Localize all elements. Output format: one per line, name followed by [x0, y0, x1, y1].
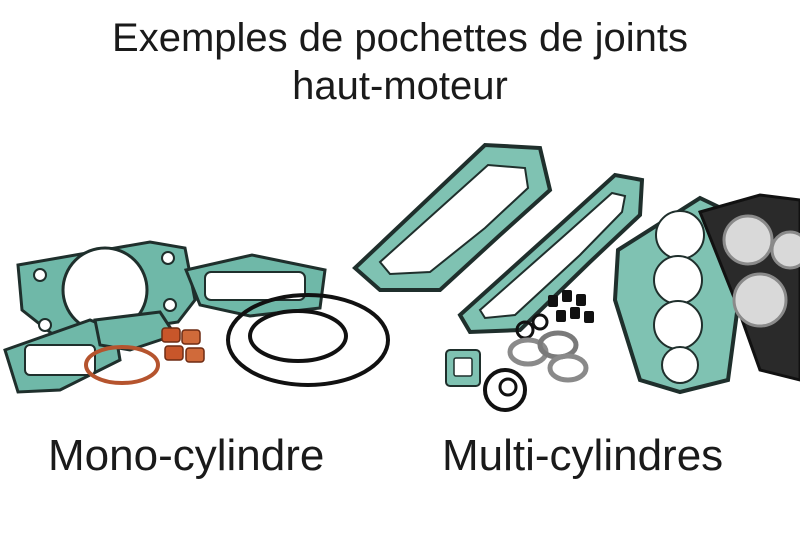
valve-stem-seal-6 — [584, 311, 594, 323]
mono-oring-large — [226, 293, 390, 387]
title-line-1: Exemples de pochettes de joints — [112, 16, 688, 60]
valve-stem-seal-5 — [570, 307, 580, 319]
mono-copper-washer-3 — [164, 345, 184, 361]
mono-base-bolt-hole-2 — [161, 251, 175, 265]
multi-cam-cover-gasket-left-inner — [378, 163, 530, 276]
multi-head-bore-3 — [770, 230, 800, 270]
mono-base-bolt-hole-1 — [33, 268, 47, 282]
multi-base-bore-3 — [653, 300, 703, 350]
mono-copper-washer-1 — [161, 327, 181, 343]
caption-mono-cylinder: Mono-cylindre — [48, 431, 325, 480]
multi-base-bore-2 — [653, 255, 703, 305]
mono-mid-gasket — [93, 310, 178, 352]
mono-copper-ring — [84, 345, 160, 385]
mono-copper-washer-2 — [181, 329, 201, 345]
multi-small-green-gasket-window — [453, 357, 473, 377]
multi-steel-ring-3 — [547, 353, 589, 383]
multi-base-bore-4 — [661, 346, 699, 384]
multi-oring-bottom-inner — [498, 377, 518, 397]
multi-head-bore-1 — [722, 214, 774, 266]
multi-cam-cover-gasket-right-inner — [478, 191, 627, 320]
page-title: Exemples de pochettes de joints haut-mot… — [0, 14, 800, 110]
valve-stem-seal-1 — [548, 295, 558, 307]
multi-small-oring-2 — [531, 313, 549, 331]
multi-head-bore-2 — [732, 272, 788, 328]
title-line-2: haut-moteur — [292, 64, 508, 108]
multi-base-bore-1 — [655, 210, 705, 260]
valve-stem-seal-3 — [576, 294, 586, 306]
caption-multi-cylinder: Multi-cylindres — [442, 431, 724, 480]
mono-base-bolt-hole-4 — [38, 318, 52, 332]
mono-cylinder-kit — [3, 240, 390, 394]
mono-oring-small — [248, 309, 348, 363]
multi-oring-bottom-outer — [483, 368, 527, 412]
mono-copper-washer-4 — [185, 347, 205, 363]
multi-valve-stem-seals — [548, 290, 594, 323]
valve-stem-seal-4 — [556, 310, 566, 322]
multi-cylinder-kit — [352, 142, 800, 412]
mono-exhaust-gasket-window — [204, 271, 306, 301]
mono-head-gasket-window — [24, 344, 96, 376]
mono-base-bolt-hole-3 — [163, 298, 177, 312]
valve-stem-seal-2 — [562, 290, 572, 302]
